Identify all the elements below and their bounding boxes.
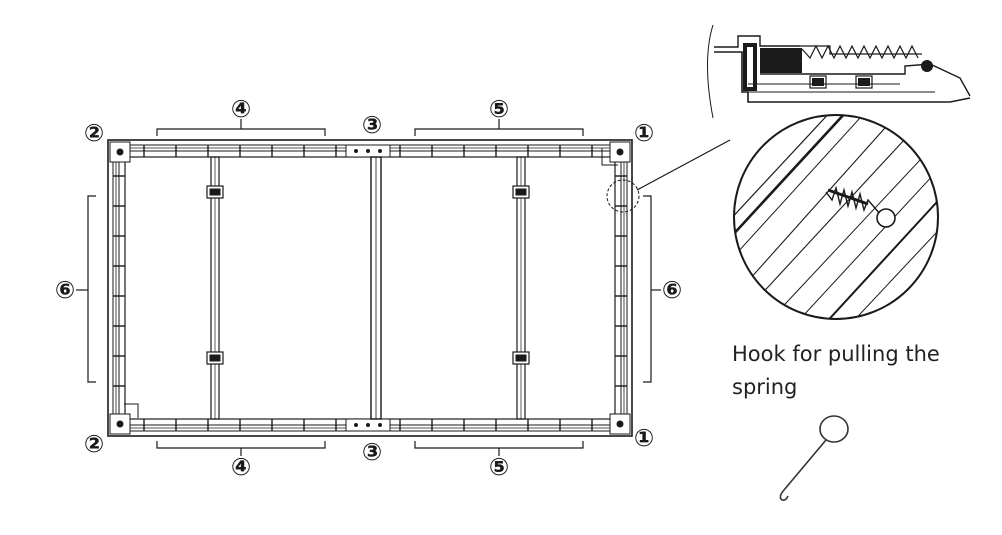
zoom-detail bbox=[733, 114, 939, 320]
callout-5-top: ⑤ bbox=[489, 95, 509, 123]
callout-6-right: ⑥ bbox=[662, 276, 682, 304]
center-bar bbox=[370, 156, 382, 420]
bracket-4-top bbox=[156, 128, 326, 136]
bracket-5-top bbox=[414, 128, 584, 136]
callout-3-top: ③ bbox=[362, 111, 382, 139]
corner-blocks bbox=[109, 141, 631, 435]
detail-marker-circle bbox=[606, 179, 640, 213]
support-bar-left bbox=[206, 156, 224, 420]
dimension-brackets bbox=[76, 119, 661, 456]
frame-rail-ticks bbox=[113, 145, 627, 431]
callout-3-bottom: ③ bbox=[362, 438, 382, 466]
callout-5-bottom: ⑤ bbox=[489, 453, 509, 481]
zoom-circle-border bbox=[733, 114, 939, 320]
bracket-6-right bbox=[643, 195, 652, 383]
callout-4-top: ④ bbox=[231, 95, 251, 123]
callout-1-bottom: ① bbox=[634, 424, 654, 452]
bracket-5-bottom bbox=[414, 441, 584, 449]
bracket-6-left bbox=[87, 195, 96, 383]
callout-1-top: ① bbox=[634, 119, 654, 147]
callout-4-bottom: ④ bbox=[231, 453, 251, 481]
section-detail bbox=[707, 24, 971, 119]
callout-2-bottom: ② bbox=[84, 430, 104, 458]
leader-line bbox=[636, 139, 731, 191]
callout-labels: ④ ⑤ ③ ② ① ⑥ ⑥ ② ① ③ ④ ⑤ bbox=[55, 95, 682, 481]
hook-icon bbox=[779, 415, 849, 501]
bracket-4-bottom bbox=[156, 441, 326, 449]
callout-6-left: ⑥ bbox=[55, 276, 75, 304]
outer-frame bbox=[107, 139, 633, 437]
callout-2-top: ② bbox=[84, 119, 104, 147]
hook-caption: Hook for pulling the spring bbox=[732, 342, 940, 399]
support-bar-right bbox=[512, 156, 530, 420]
